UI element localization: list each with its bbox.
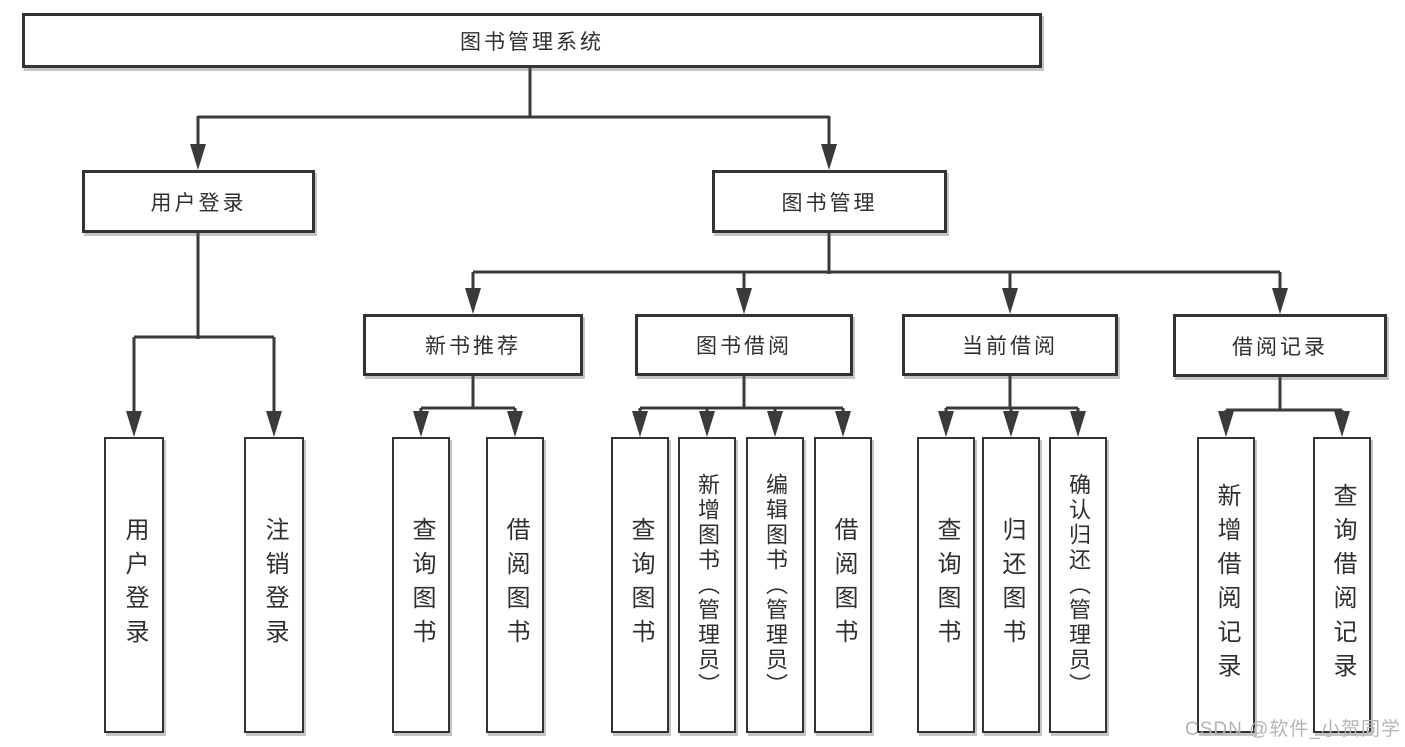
leaf-newrec-borrow-books: 借阅图书 <box>486 437 544 733</box>
leaf-current-return-books: 归还图书 <box>982 437 1040 733</box>
leaf-borrow-query-books-label: 查询图书 <box>627 517 654 653</box>
node-root-label: 图书管理系统 <box>460 30 604 54</box>
leaf-user-login: 用户登录 <box>104 437 164 733</box>
leaf-newrec-query-books-label: 查询图书 <box>408 517 435 653</box>
node-book-borrow: 图书借阅 <box>635 314 853 376</box>
csdn-watermark: CSDN @软件_小贺同学 <box>1185 719 1401 740</box>
leaf-records-query-record: 查询借阅记录 <box>1313 437 1371 733</box>
node-new-book-recommend: 新书推荐 <box>363 314 583 376</box>
leaf-borrow-add-books-admin: 新增图书（管理员） <box>678 437 736 733</box>
leaf-current-query-books: 查询图书 <box>917 437 975 733</box>
leaf-borrow-query-books: 查询图书 <box>611 437 669 733</box>
leaf-current-query-books-label: 查询图书 <box>933 517 960 653</box>
node-user-login: 用户登录 <box>82 170 315 233</box>
leaf-borrow-borrow-books-label: 借阅图书 <box>830 517 857 653</box>
leaf-current-return-books-label: 归还图书 <box>998 517 1025 653</box>
leaf-newrec-query-books: 查询图书 <box>392 437 450 733</box>
node-book-management-label: 图书管理 <box>781 191 878 215</box>
leaf-borrow-edit-books-admin-label: 编辑图书（管理员） <box>763 472 788 698</box>
leaf-user-login-label: 用户登录 <box>121 517 148 653</box>
node-borrow-records-label: 借阅记录 <box>1232 335 1328 359</box>
node-new-book-recommend-label: 新书推荐 <box>425 335 521 358</box>
leaf-current-confirm-return-admin-label: 确认归还（管理员） <box>1066 472 1091 698</box>
leaf-records-query-record-label: 查询借阅记录 <box>1329 483 1356 687</box>
arrowheads <box>126 144 1350 437</box>
node-book-borrow-label: 图书借阅 <box>696 335 792 358</box>
leaf-current-confirm-return-admin: 确认归还（管理员） <box>1049 437 1107 733</box>
node-borrow-records: 借阅记录 <box>1173 314 1387 377</box>
leaf-newrec-borrow-books-label: 借阅图书 <box>502 517 529 653</box>
node-root: 图书管理系统 <box>22 13 1042 68</box>
leaf-logout: 注销登录 <box>244 437 304 733</box>
leaf-logout-label: 注销登录 <box>261 517 288 653</box>
leaf-borrow-add-books-admin-label: 新增图书（管理员） <box>695 472 720 698</box>
leaf-records-add-record: 新增借阅记录 <box>1197 437 1255 733</box>
leaf-borrow-borrow-books: 借阅图书 <box>814 437 872 733</box>
node-current-borrow: 当前借阅 <box>902 314 1118 376</box>
node-book-management: 图书管理 <box>712 170 947 233</box>
leaf-borrow-edit-books-admin: 编辑图书（管理员） <box>746 437 804 733</box>
node-current-borrow-label: 当前借阅 <box>962 335 1058 358</box>
leaf-records-add-record-label: 新增借阅记录 <box>1213 483 1240 687</box>
node-user-login-label: 用户登录 <box>150 191 247 215</box>
